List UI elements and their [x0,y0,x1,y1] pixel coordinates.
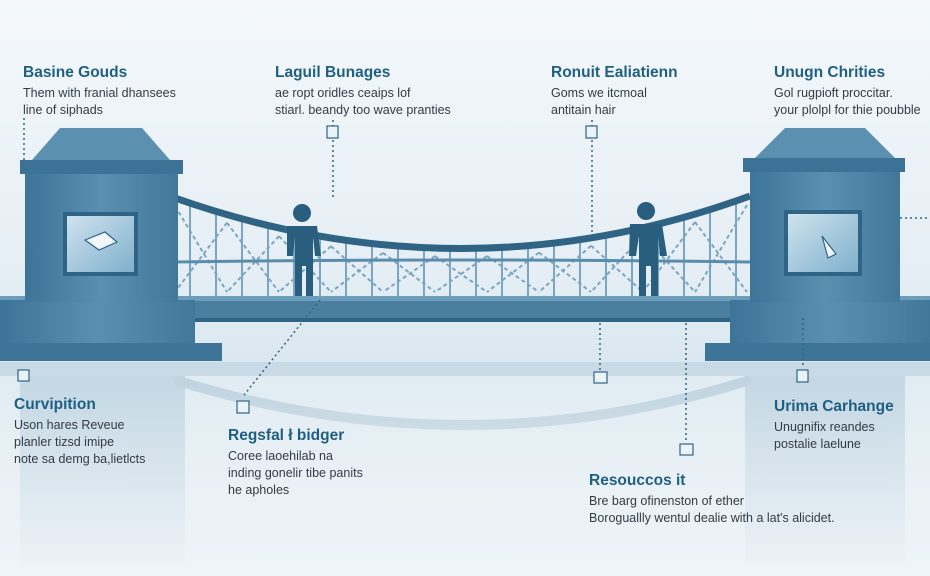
callout-text: Boroguallly wentul dealie with a lat's a… [589,511,835,525]
railing-cross-brace [590,234,644,293]
railing-cross-brace [434,255,488,293]
callout-text: Goms we itcmoal [551,86,647,100]
callout-bottom-1: Curvipition Uson hares Reveue planler ti… [14,395,145,468]
bridge-deck [0,296,930,322]
briefcase-icon [593,371,608,384]
document-icon [17,369,30,382]
callout-title: Ronuit Ealiatienn [551,64,678,81]
callout-bottom-2: Regsfal ł bidger Coree laoehilab na indi… [228,426,363,499]
railing-cross-brace [174,205,228,293]
callout-text: postalie laelune [774,437,861,451]
callout-bottom-3: Resouccos it Bre barg ofinenston of ethe… [589,471,835,527]
railing-cross-brace [486,251,540,293]
callout-text: ae ropt oridles ceaips lof [275,86,411,100]
chart-icon [326,125,339,139]
clipboard-icon [585,125,598,139]
callout-top-1: Basine Gouds Them with franial dhansees … [23,63,176,119]
lower-rail [174,258,751,264]
callout-title: Resouccos it [589,472,686,489]
railing-cross-brace [226,222,280,293]
callout-title: Basine Gouds [23,64,128,81]
callout-top-4: Unugn Chrities Gol rugpioft proccitar. y… [774,63,921,119]
callout-title: Urima Carhange [774,398,894,415]
callout-title: Laguil Bunages [275,64,391,81]
callout-text: he apholes [228,483,290,497]
callout-top-3: Ronuit Ealiatienn Goms we itcmoal antita… [551,63,678,119]
callout-title: Unugn Chrities [774,64,886,81]
callout-text: Unugnifix reandes [774,420,875,434]
callout-connectors [23,118,930,440]
folder-icon [679,443,694,456]
document-icon [796,369,809,383]
callout-title: Curvipition [14,396,96,413]
callout-top-2: Laguil Bunages ae ropt oridles ceaips lo… [275,63,451,119]
right-tower [705,128,930,361]
callout-text: Gol rugpioft proccitar. [774,86,893,100]
callout-text: your plolpl for thie poubble [774,103,921,117]
callout-text: inding gonelir tibe panits [228,466,363,480]
callout-title: Regsfal ł bidger [228,427,345,444]
person-left [287,204,321,296]
person-right [629,202,667,296]
callout-text: Bre barg ofinenston of ether [589,494,744,508]
railing-cross-brace [694,204,748,293]
railing-cross-brace [538,245,592,293]
top-cable [173,192,752,252]
callout-text: antitain hair [551,103,616,117]
callout-text: Coree laoehilab na [228,449,333,463]
callout-text: Them with franial dhansees [23,86,176,100]
callout-text: Uson hares Reveue [14,418,125,432]
left-tower [0,128,222,361]
callout-text: planler tizsd imipe [14,435,115,449]
callout-text: line of siphads [23,103,103,117]
callout-bottom-4: Urima Carhange Unugnifix reandes postali… [774,397,914,453]
railing-cross-brace [330,245,384,293]
callout-text: stiarl. beandy too wave pranties [275,103,451,117]
callout-text: note sa demg ba,lietlcts [14,452,146,466]
photo-icon [236,400,250,414]
